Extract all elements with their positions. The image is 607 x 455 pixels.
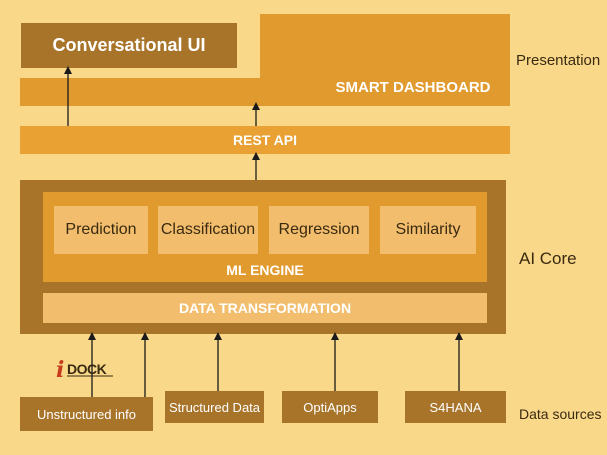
idock-logo: i DOCK bbox=[56, 357, 116, 383]
conversational-ui-box: Conversational UI bbox=[21, 23, 237, 68]
model-prediction: Prediction bbox=[54, 206, 148, 254]
layer-label-data-sources: Data sources bbox=[519, 406, 602, 422]
layer-label-ai-core: AI Core bbox=[519, 249, 577, 268]
model-classification: Classification bbox=[158, 206, 258, 254]
ml-engine-label: ML ENGINE bbox=[226, 262, 304, 278]
data-transformation-bar: DATA TRANSFORMATION bbox=[43, 293, 487, 323]
source-structured-data: Structured Data bbox=[165, 391, 264, 423]
layer-label-presentation: Presentation bbox=[516, 51, 601, 69]
source-s4hana: S4HANA bbox=[405, 391, 506, 423]
smart-dashboard-label: SMART DASHBOARD bbox=[335, 78, 491, 96]
model-regression: Regression bbox=[269, 206, 369, 254]
smart-dashboard-panel bbox=[20, 14, 510, 106]
source-unstructured-info: Unstructured info bbox=[20, 397, 153, 431]
source-optiapps: OptiApps bbox=[282, 391, 378, 423]
logo-text: DOCK bbox=[67, 361, 107, 377]
rest-api-bar: REST API bbox=[20, 126, 510, 154]
model-similarity: Similarity bbox=[380, 206, 476, 254]
logo-letter: i bbox=[56, 357, 65, 383]
logo-underline bbox=[67, 375, 113, 377]
